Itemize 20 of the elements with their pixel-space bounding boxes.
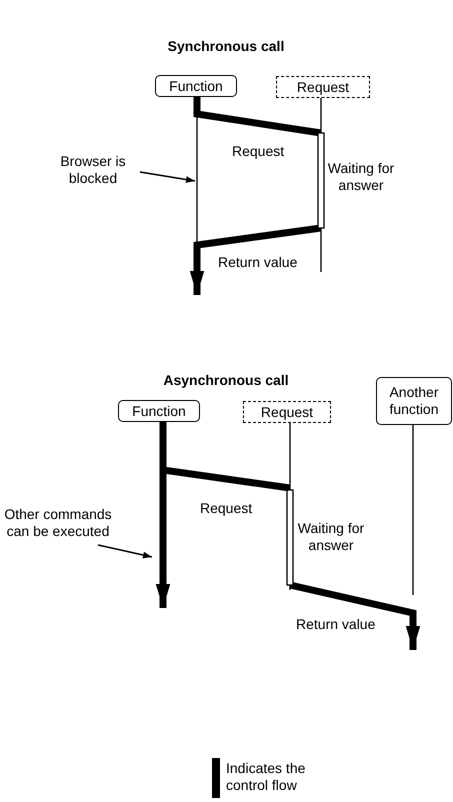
request-box: Request bbox=[243, 401, 331, 423]
note-text: Browser is blocked bbox=[59, 152, 127, 188]
note-text: Other commands can be executed bbox=[3, 505, 113, 541]
request-box: Request bbox=[276, 76, 370, 98]
control-flow-arrow bbox=[289, 582, 420, 650]
function-box: Another function bbox=[376, 377, 452, 425]
section-title: Asynchronous call bbox=[162, 372, 290, 389]
function-box: Function bbox=[155, 75, 237, 97]
function-box: Function bbox=[118, 400, 200, 422]
leader-arrow bbox=[140, 171, 196, 183]
leader-arrow bbox=[98, 544, 152, 558]
note-text: Waiting for answer bbox=[296, 520, 366, 554]
control-flow-arrow bbox=[190, 224, 322, 295]
note-text: Waiting for answer bbox=[326, 160, 396, 194]
edge-label: Request bbox=[232, 143, 284, 160]
edge-label: Return value bbox=[296, 616, 376, 633]
edge-label: Return value bbox=[218, 254, 298, 271]
legend-text: Indicates the control flow bbox=[226, 760, 306, 794]
edge-label: Request bbox=[200, 500, 252, 517]
section-title: Synchronous call bbox=[166, 38, 286, 55]
